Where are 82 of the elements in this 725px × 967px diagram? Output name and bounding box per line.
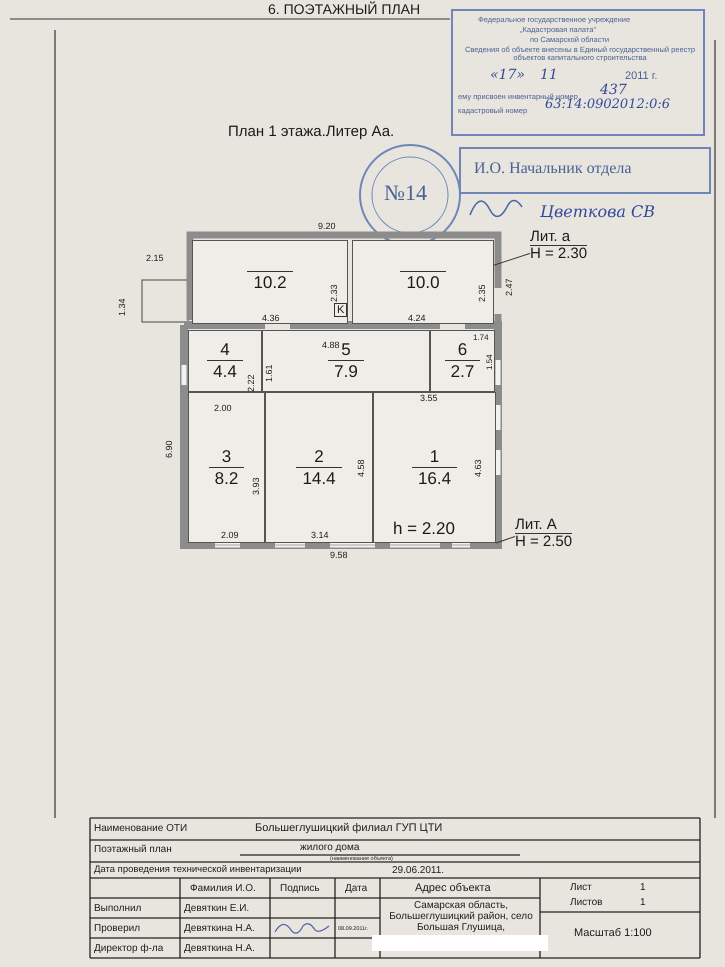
room	[265, 392, 373, 543]
column-header: Дата	[345, 883, 368, 894]
field-label: Дата проведения технической инвентаризации	[94, 865, 302, 876]
room	[262, 330, 430, 392]
dimension-text: 3.93	[252, 477, 262, 495]
field-label: Листов	[570, 897, 602, 908]
room-number: 1	[430, 446, 440, 466]
address-text: Самарская область, Большеглушицкий район, село Большая Глушица,	[388, 900, 534, 933]
stamp-text: 2011 г.	[625, 70, 658, 82]
field-value: 1	[640, 897, 646, 908]
room-area: 10.0	[400, 271, 446, 293]
handwritten-text: Цветкова СВ	[540, 203, 656, 221]
height-note: Лит. А H = 2.50	[515, 517, 572, 550]
handwritten-text: «17»	[490, 68, 525, 84]
dimension-text: 3.14	[311, 531, 329, 541]
height-note: Лит. а H = 2.30	[530, 229, 588, 262]
dimension-text: 2.22	[247, 374, 257, 392]
dimension-text: 4.58	[357, 459, 367, 477]
room-number: 2	[314, 446, 324, 466]
field-value: жилого дома	[300, 842, 360, 853]
row-label: Проверил	[94, 923, 140, 934]
plan-heading: План 1 этажа.Литер Аа.	[228, 124, 394, 140]
dimension-text: 4.24	[408, 314, 426, 324]
room-area: 4.4	[207, 360, 243, 382]
dimension-text: 2.35	[478, 284, 488, 302]
room	[430, 330, 495, 392]
dimension-text: 6.90	[165, 440, 175, 458]
row-label: Выполнил	[94, 903, 142, 914]
handwritten-text: 63:14:0902012:0:6	[545, 98, 670, 112]
room-number: 3	[222, 446, 232, 466]
field-label: Поэтажный план	[94, 844, 172, 855]
dimension-text: 2.09	[221, 531, 239, 541]
stamp-text: И.О. Начальник отдела	[474, 160, 632, 178]
scale-text: Масштаб 1:100	[574, 927, 652, 940]
person-name: Девяткина Н.А.	[184, 923, 255, 934]
field-value: 29.06.2011.	[392, 865, 444, 876]
dimension-text: 9.58	[330, 551, 348, 561]
ceiling-height-text: h = 2.20	[393, 520, 455, 539]
dimension-text: 2.47	[505, 278, 515, 296]
person-name: Девяткина Н.А.	[184, 943, 255, 954]
room-area: 14.4	[296, 466, 342, 488]
column-header: Фамилия И.О.	[190, 883, 256, 894]
room	[373, 392, 496, 543]
room	[188, 392, 265, 543]
dimension-text: 2.15	[146, 254, 164, 264]
handwritten-text: 11	[540, 68, 558, 84]
leader-line	[496, 536, 516, 544]
room-area: 10.2	[247, 271, 293, 293]
stamp-text: №14	[384, 181, 427, 206]
room-area: 8.2	[208, 466, 244, 488]
dimension-text: 2.33	[330, 284, 340, 302]
room-number: 6	[458, 340, 468, 360]
dimension-text: 1.74	[473, 334, 489, 343]
column-header: Подпись	[280, 883, 320, 894]
handwritten-text: 437	[600, 83, 627, 98]
person-name: Девяткин Е.И.	[184, 903, 250, 914]
dimension-text: 1.54	[486, 354, 495, 370]
room	[192, 240, 348, 324]
dimension-text: 4.36	[262, 314, 280, 324]
sheet-title: 6. ПОЭТАЖНЫЙ ПЛАН	[268, 2, 420, 18]
column-header: Адрес объекта	[415, 882, 491, 894]
dimension-text: 1.61	[265, 364, 275, 382]
room-number: 4	[220, 340, 230, 360]
field-label: Наименование ОТИ	[94, 823, 188, 834]
room	[352, 240, 494, 324]
dimension-text: 3.55	[420, 394, 438, 404]
dimension-text: 2.00	[214, 404, 232, 414]
room	[188, 330, 262, 392]
dimension-text: 4.63	[474, 459, 484, 477]
field-value: 1	[640, 882, 646, 893]
room-area: 2.7	[444, 360, 480, 382]
dimension-text: 9.20	[318, 222, 336, 232]
dimension-text: 4.88	[322, 341, 340, 351]
field-value: Большеглушицкий филиал ГУП ЦТИ	[255, 822, 442, 834]
room-number: 5	[341, 340, 351, 360]
row-label: Директор ф-ла	[94, 943, 164, 954]
room-area: 16.4	[412, 466, 458, 488]
room-area: 7.9	[328, 360, 364, 382]
chimney-mark: K	[334, 303, 348, 318]
dimension-text: 1.34	[118, 298, 128, 316]
leader-line	[494, 252, 530, 266]
field-label: Лист	[570, 882, 592, 893]
